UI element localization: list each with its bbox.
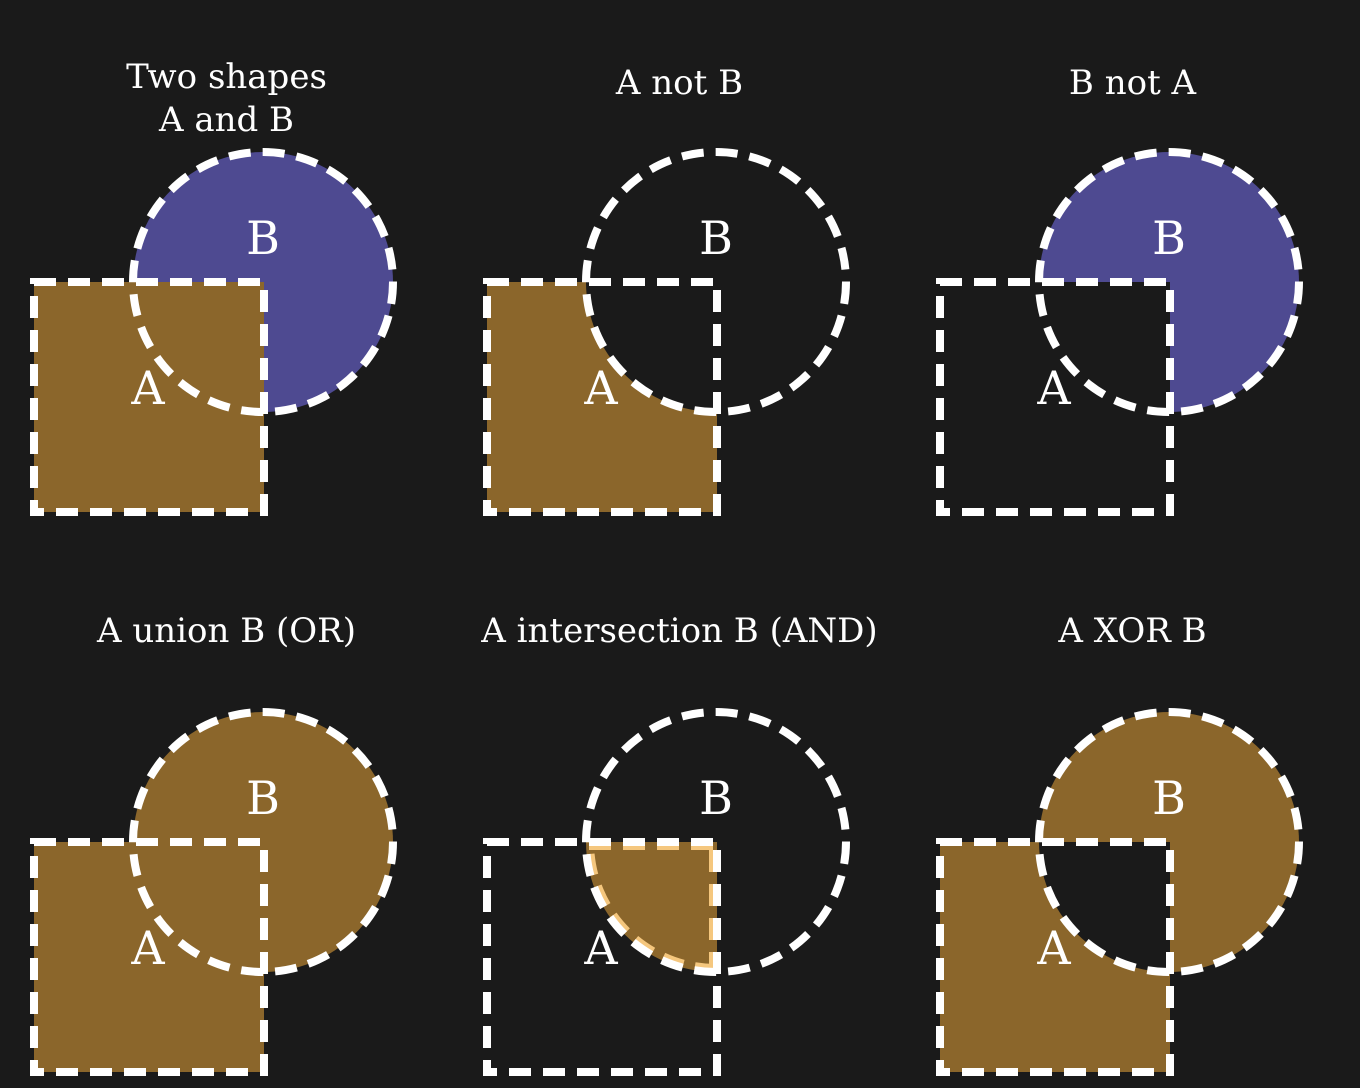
shape-label-a: A	[1036, 361, 1071, 415]
shape-label-a: A	[583, 921, 618, 975]
shape-label-b: B	[246, 771, 280, 825]
shape-label-a: A	[130, 921, 165, 975]
square-a-outline	[936, 838, 1174, 1076]
shape-fills	[34, 152, 393, 512]
shape-label-b: B	[246, 211, 280, 265]
panel-title-two-shapes: Two shapes A and B	[126, 57, 327, 140]
panel-b-not-a: B not A A B	[906, 0, 1359, 528]
shape-outlines	[936, 708, 1303, 1076]
square-a-fill	[34, 282, 264, 512]
shape-label-b: B	[699, 771, 733, 825]
shape-outlines	[936, 148, 1303, 516]
square-a-outline	[30, 278, 268, 516]
panel-a-intersection-b-graphic: A B	[453, 560, 906, 1088]
shape-label-b: B	[699, 211, 733, 265]
difference-a-fill	[453, 0, 906, 528]
union-fill	[34, 712, 393, 1072]
difference-b-fill	[906, 0, 1359, 528]
shape-outlines	[483, 148, 850, 516]
square-a-outline	[483, 278, 721, 516]
shape-outlines	[483, 708, 850, 1076]
panel-two-shapes-graphic: A B	[30, 148, 397, 516]
panel-a-xor-b: A XOR B	[906, 560, 1359, 1088]
panel-b-not-a-graphic: A B	[906, 0, 1359, 528]
xor-fill	[906, 560, 1359, 1088]
panel-a-union-b: A union B (OR) A B	[0, 560, 453, 1088]
shape-outlines	[30, 708, 397, 1076]
panel-a-intersection-b: A intersection B (AND)	[453, 560, 906, 1088]
panel-two-shapes: Two shapes A and B A B	[0, 0, 453, 528]
shape-label-b: B	[1152, 211, 1186, 265]
shape-label-a: A	[130, 361, 165, 415]
square-a-outline	[30, 838, 268, 1076]
panel-title-a-union-b: A union B (OR)	[96, 611, 356, 651]
square-a-fill	[34, 842, 264, 1072]
square-a-outline	[936, 278, 1174, 516]
shape-label-b: B	[1152, 771, 1186, 825]
shape-label-a: A	[1036, 921, 1071, 975]
panel-a-xor-b-graphic: A B	[906, 560, 1359, 1088]
shape-outlines	[30, 148, 397, 516]
shape-label-a: A	[583, 361, 618, 415]
panel-a-union-b-graphic: A B	[30, 708, 397, 1076]
square-a-outline	[483, 838, 721, 1076]
panel-a-not-b: A not B A B	[453, 0, 906, 528]
panel-a-not-b-graphic: A B	[453, 0, 906, 528]
intersection-fill	[453, 560, 906, 1088]
